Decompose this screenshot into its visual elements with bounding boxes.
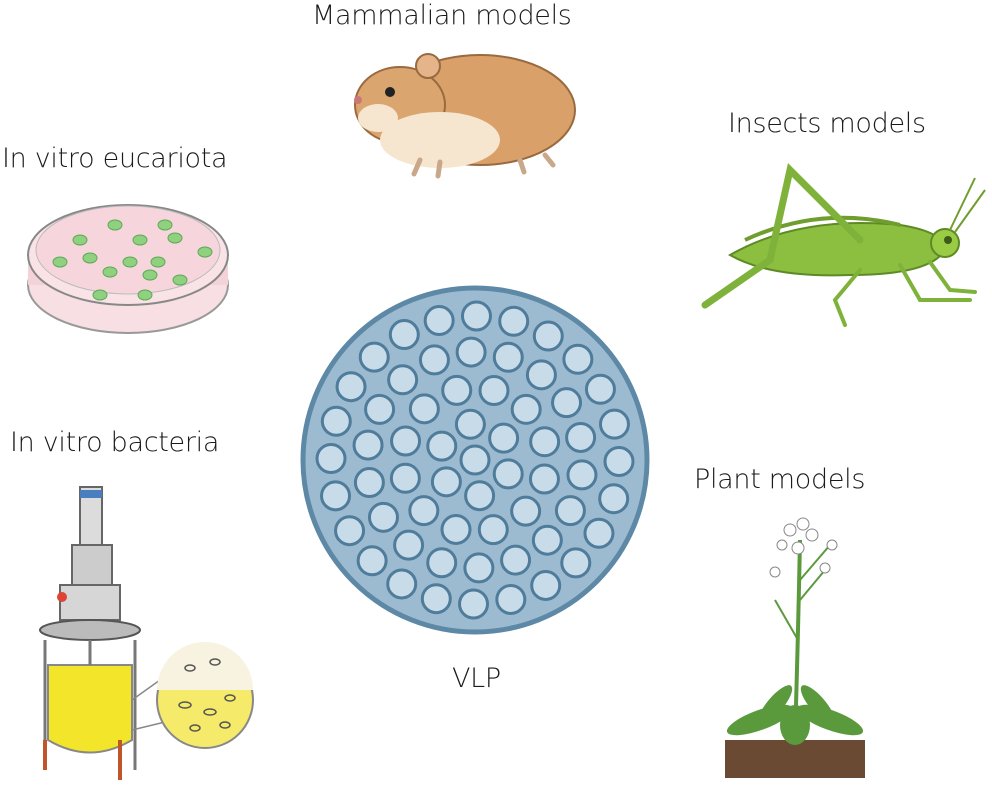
vlp-capsomer bbox=[498, 305, 530, 337]
vlp-capsomer bbox=[492, 458, 524, 490]
vlp-capsomer bbox=[454, 408, 486, 440]
vlp-capsomer bbox=[459, 444, 491, 476]
vlp-capsomer bbox=[584, 373, 616, 405]
vlp-capsomer bbox=[420, 583, 452, 615]
bioreactor-illustration bbox=[39, 486, 254, 780]
vlp-capsomer bbox=[387, 364, 419, 396]
vlp-capsomer bbox=[458, 588, 490, 620]
vlp-capsomer bbox=[500, 544, 532, 576]
vlp-capsomer bbox=[530, 569, 562, 601]
vlp-capsomer bbox=[364, 393, 396, 425]
vlp-capsomer bbox=[560, 547, 592, 579]
cell-colony bbox=[142, 269, 158, 281]
plant-illustration bbox=[725, 517, 865, 778]
vlp-capsomer bbox=[315, 443, 347, 475]
vlp-capsomer bbox=[598, 483, 630, 515]
vlp-capsomer bbox=[583, 517, 615, 549]
vlp-capsomer bbox=[440, 513, 472, 545]
cell-colony bbox=[137, 289, 153, 301]
vlp-capsomer bbox=[562, 343, 594, 375]
cell-colony bbox=[72, 234, 88, 246]
vlp-capsomer bbox=[408, 495, 440, 527]
vlp-capsomer bbox=[528, 463, 560, 495]
label-insects-models: Insects models bbox=[728, 108, 926, 139]
vlp-capsomer bbox=[418, 344, 450, 376]
vlp-capsomer bbox=[352, 429, 384, 461]
vlp-capsomer bbox=[565, 421, 597, 453]
cell-colony bbox=[107, 219, 123, 231]
vlp-particle bbox=[300, 285, 650, 635]
vlp-capsomer bbox=[320, 405, 352, 437]
vlp-capsomer bbox=[464, 480, 496, 512]
vlp-capsomer bbox=[353, 467, 385, 499]
vlp-capsomer bbox=[408, 393, 440, 425]
vlp-capsomer bbox=[367, 501, 399, 533]
label-plant-models: Plant models bbox=[694, 464, 866, 495]
vlp-capsomer bbox=[529, 426, 561, 458]
cell-colony bbox=[82, 252, 98, 264]
vlp-capsomer bbox=[477, 514, 509, 546]
vlp-capsomer bbox=[423, 305, 455, 337]
vlp-capsomer bbox=[455, 336, 487, 368]
vlp-capsomer bbox=[335, 371, 367, 403]
cell-colony bbox=[167, 232, 183, 244]
vlp-capsomer bbox=[603, 445, 635, 477]
vlp-capsomer bbox=[510, 495, 542, 527]
vlp-capsomer bbox=[441, 374, 473, 406]
cell-colony bbox=[122, 256, 138, 268]
vlp-capsomer bbox=[358, 341, 390, 373]
cell-colony bbox=[197, 246, 213, 258]
petri-dish-illustration bbox=[27, 204, 229, 334]
vlp-capsomer bbox=[334, 515, 366, 547]
label-in-vitro-bacteria: In vitro bacteria bbox=[10, 427, 220, 458]
vlp-capsomer bbox=[393, 529, 425, 561]
vlp-capsomer bbox=[320, 480, 352, 512]
label-mammalian-models: Mammalian models bbox=[312, 0, 572, 31]
vlp-capsomer bbox=[389, 462, 421, 494]
vlp-capsomer bbox=[531, 524, 563, 556]
vlp-capsomer bbox=[463, 552, 495, 584]
vlp-capsomer bbox=[386, 568, 418, 600]
vlp-capsomer bbox=[426, 547, 458, 579]
cell-colony bbox=[150, 256, 166, 268]
cell-colony bbox=[132, 234, 148, 246]
vlp-capsomer bbox=[598, 408, 630, 440]
grasshopper-illustration bbox=[701, 163, 986, 327]
cell-colony bbox=[92, 289, 108, 301]
vlp-capsomer bbox=[532, 320, 564, 352]
vlp-capsomer bbox=[478, 375, 510, 407]
vlp-capsomer bbox=[430, 466, 462, 498]
cell-colony bbox=[157, 219, 173, 231]
vlp-capsomer bbox=[495, 583, 527, 615]
label-vlp: VLP bbox=[452, 663, 501, 694]
hamster-illustration bbox=[354, 53, 576, 179]
vlp-capsomer bbox=[460, 300, 492, 332]
vlp-capsomer bbox=[426, 430, 458, 462]
vlp-capsomer bbox=[356, 545, 388, 577]
vlp-capsomer bbox=[525, 359, 557, 391]
vlp-capsomer bbox=[492, 341, 524, 373]
vlp-capsomer bbox=[388, 319, 420, 351]
vlp-capsomer bbox=[390, 425, 422, 457]
cell-colony bbox=[172, 274, 188, 286]
vlp-capsomer bbox=[510, 393, 542, 425]
vlp-capsomer bbox=[554, 495, 586, 527]
vlp-capsomer bbox=[551, 387, 583, 419]
label-in-vitro-eucariota: In vitro eucariota bbox=[2, 143, 228, 174]
vlp-capsomer bbox=[566, 459, 598, 491]
vlp-capsomer bbox=[488, 422, 520, 454]
cell-colony bbox=[52, 256, 68, 268]
cell-colony bbox=[102, 266, 118, 278]
